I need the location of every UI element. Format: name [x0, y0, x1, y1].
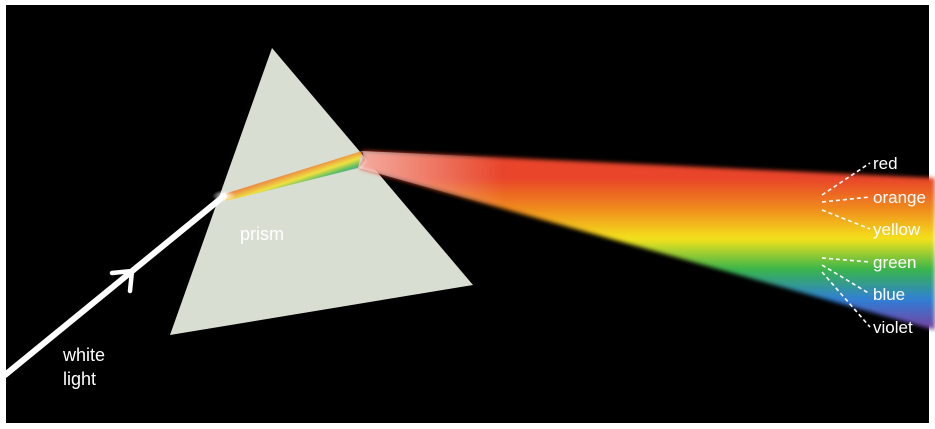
color-label-yellow: yellow	[873, 220, 921, 239]
prism-label: prism	[240, 224, 284, 244]
entry-glow	[212, 190, 236, 202]
color-label-red: red	[873, 154, 898, 173]
white-light-label-line1: white	[62, 345, 105, 365]
white-light-label-line2: light	[63, 369, 96, 389]
color-label-blue: blue	[873, 285, 905, 304]
color-label-orange: orange	[873, 188, 926, 207]
color-label-green: green	[873, 253, 916, 272]
color-label-violet: violet	[873, 318, 913, 337]
